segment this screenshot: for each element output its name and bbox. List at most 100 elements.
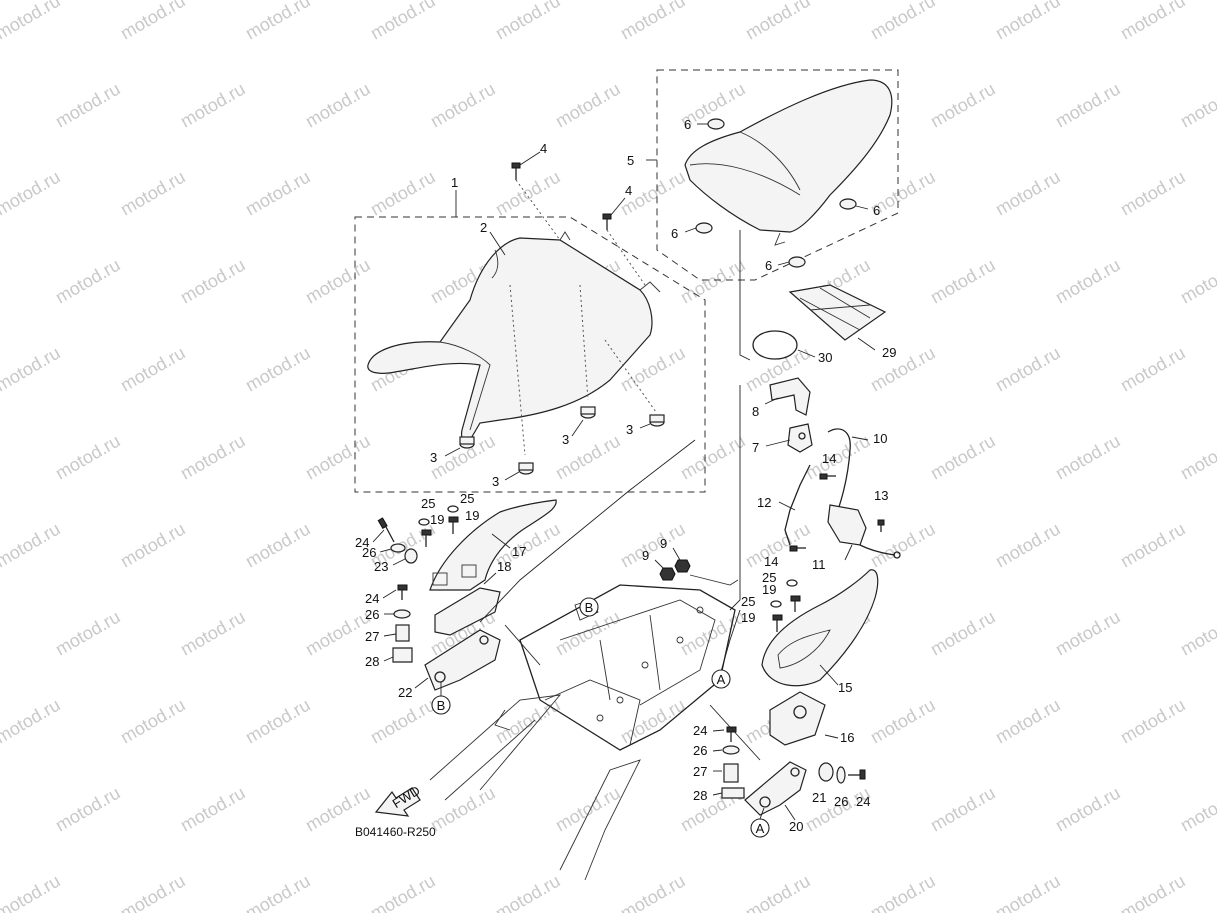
callout-24d: 24 <box>856 794 870 809</box>
callout-7: 7 <box>752 440 759 455</box>
left-bolt-24a[interactable] <box>377 517 395 543</box>
ref-marker-b-top: B <box>579 597 599 617</box>
callout-28a: 28 <box>365 654 379 669</box>
right-bolt-24b[interactable] <box>848 769 866 780</box>
left-bolt-24b[interactable] <box>397 584 408 600</box>
callout-26a: 26 <box>362 545 376 560</box>
callout-25b: 25 <box>460 491 474 506</box>
grab-bar-left-bolt-2[interactable] <box>448 516 459 534</box>
nut-9a[interactable] <box>659 567 676 581</box>
callout-14b: 14 <box>764 554 778 569</box>
right-damper-21[interactable] <box>818 762 834 782</box>
rear-frame <box>429 574 739 881</box>
callout-23: 23 <box>374 559 388 574</box>
rider-seat[interactable] <box>367 231 661 443</box>
storage-net[interactable] <box>788 284 887 341</box>
screw-upper[interactable] <box>819 473 836 480</box>
svg-text:A: A <box>717 672 726 687</box>
rubber-band[interactable] <box>752 330 798 360</box>
ref-marker-b-bottom: B <box>431 695 451 715</box>
callout-21: 21 <box>812 790 826 805</box>
ref-marker-a-top: A <box>711 669 731 689</box>
seat-lock-bracket[interactable] <box>769 377 811 416</box>
callout-17: 17 <box>512 544 526 559</box>
left-collar-23[interactable] <box>404 548 418 564</box>
seat-lock-cable[interactable] <box>827 428 851 516</box>
callout-3b: 3 <box>492 474 499 489</box>
screw-lower[interactable] <box>789 545 806 552</box>
seat-damper-3[interactable] <box>580 406 596 419</box>
callout-6d: 6 <box>765 258 772 273</box>
callout-25c: 25 <box>762 570 776 585</box>
callout-24a: 24 <box>355 535 369 550</box>
right-washer-26b[interactable] <box>836 766 846 784</box>
right-bolt-24a[interactable] <box>726 726 737 742</box>
callout-24c: 24 <box>693 723 707 738</box>
callout-19a: 19 <box>430 512 444 527</box>
rear-seat[interactable] <box>684 79 893 246</box>
callout-25a: 25 <box>421 496 435 511</box>
grab-bar-right-cover[interactable] <box>769 691 826 746</box>
right-damper-28a[interactable] <box>721 787 745 799</box>
callout-6a: 6 <box>684 117 691 132</box>
right-collar-27a[interactable] <box>723 763 739 783</box>
footrest-bracket-left[interactable] <box>424 629 501 691</box>
left-damper-28[interactable] <box>392 647 413 663</box>
footrest-bracket-right[interactable] <box>744 761 807 816</box>
callout-29: 29 <box>882 345 896 360</box>
svg-text:B: B <box>585 600 594 615</box>
left-washer-26b[interactable] <box>393 609 411 619</box>
svg-text:B: B <box>437 698 446 713</box>
nut-9b[interactable] <box>674 559 691 573</box>
callout-16: 16 <box>840 730 854 745</box>
grab-bar-right-bolt-2[interactable] <box>772 614 783 632</box>
callout-9a: 9 <box>642 548 649 563</box>
callout-13: 13 <box>874 488 888 503</box>
right-washer-26a[interactable] <box>722 745 740 755</box>
callout-10: 10 <box>873 431 887 446</box>
callout-28b: 28 <box>693 788 707 803</box>
grab-bar-right-collar-2[interactable] <box>770 600 782 608</box>
grab-bar-left-collar-1[interactable] <box>418 518 430 526</box>
grab-bar-right[interactable] <box>761 569 879 687</box>
grab-bar-right-bolt-1[interactable] <box>790 595 801 612</box>
callout-14a: 14 <box>822 451 836 466</box>
callout-25d: 25 <box>741 594 755 609</box>
callout-3d: 3 <box>626 422 633 437</box>
callout-30: 30 <box>818 350 832 365</box>
callout-11: 11 <box>812 557 826 572</box>
callout-2: 2 <box>480 220 487 235</box>
callout-26d: 26 <box>834 794 848 809</box>
seat-lock-rod[interactable] <box>784 464 811 546</box>
seat-lock[interactable] <box>787 423 813 453</box>
grab-bar-left-collar-2[interactable] <box>447 505 459 513</box>
rear-seat-group-boundary <box>656 69 899 281</box>
callout-5: 5 <box>627 153 634 168</box>
callout-19d: 19 <box>741 610 755 625</box>
seat-bolt-1[interactable] <box>511 162 521 180</box>
callout-6b: 6 <box>873 203 880 218</box>
rear-seat-damper-2[interactable] <box>839 198 857 210</box>
svg-text:A: A <box>756 821 765 836</box>
callout-20: 20 <box>789 819 803 834</box>
seat-damper-2[interactable] <box>518 462 534 475</box>
switch-bolt[interactable] <box>877 519 885 532</box>
callout-8: 8 <box>752 404 759 419</box>
rear-seat-damper-1[interactable] <box>707 118 725 130</box>
seat-lock-switch[interactable] <box>827 504 901 559</box>
callout-18: 18 <box>497 559 511 574</box>
rear-seat-damper-4[interactable] <box>788 256 806 268</box>
grab-bar-right-collar-1[interactable] <box>786 579 798 587</box>
grab-bar-left-bolt-1[interactable] <box>421 529 432 547</box>
rear-seat-damper-3[interactable] <box>695 222 713 234</box>
seat-bolt-2[interactable] <box>602 213 612 230</box>
callout-27a: 27 <box>365 629 379 644</box>
grab-bar-left[interactable] <box>429 499 557 591</box>
grab-bar-left-cover[interactable] <box>434 587 501 636</box>
seat-damper-1[interactable] <box>459 436 475 449</box>
drawing-code: B041460-R250 <box>355 825 436 839</box>
left-washer-26a[interactable] <box>390 543 406 553</box>
seat-damper-4[interactable] <box>649 414 665 427</box>
left-collar-27[interactable] <box>395 624 410 642</box>
